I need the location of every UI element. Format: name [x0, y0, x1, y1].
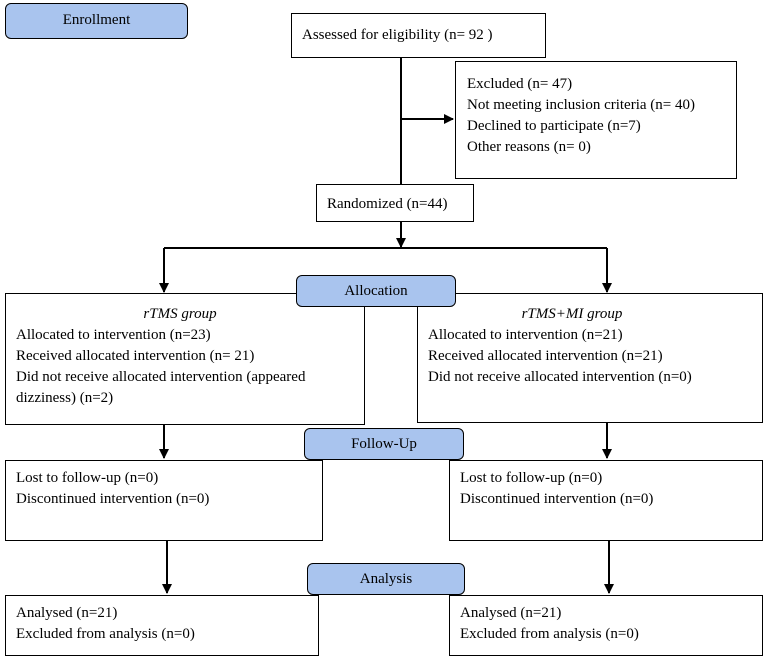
left-received: Received allocated intervention (n= 21): [16, 348, 255, 364]
randomized-text: Randomized (n=44): [327, 196, 448, 212]
follow-up-label: Follow-Up: [304, 428, 464, 460]
randomized-box: Randomized (n=44): [316, 184, 474, 222]
left-allocated: Allocated to intervention (n=23): [16, 327, 211, 343]
allocation-label: Allocation: [296, 275, 456, 307]
right-analysis-box: Analysed (n=21) Excluded from analysis (…: [449, 595, 763, 656]
left-excluded-analysis: Excluded from analysis (n=0): [16, 626, 195, 642]
excluded-box: Excluded (n= 47) Not meeting inclusion c…: [455, 61, 737, 179]
left-analysis-box: Analysed (n=21) Excluded from analysis (…: [5, 595, 319, 656]
left-allocation-box: rTMS group Allocated to intervention (n=…: [5, 293, 365, 425]
excluded-item: Not meeting inclusion criteria (n= 40): [467, 97, 695, 113]
excluded-item: Declined to participate (n=7): [467, 118, 641, 134]
excluded-item: Other reasons (n= 0): [467, 139, 591, 155]
assessed-box: Assessed for eligibility (n= 92 ): [291, 13, 546, 58]
excluded-title: Excluded (n= 47): [467, 76, 573, 92]
enrollment-label: Enrollment: [5, 3, 188, 39]
left-not-received: Did not receive allocated intervention (…: [16, 369, 306, 406]
left-lost: Lost to follow-up (n=0): [16, 470, 159, 486]
left-discontinued: Discontinued intervention (n=0): [16, 491, 210, 507]
right-lost: Lost to follow-up (n=0): [460, 470, 603, 486]
right-group-title: rTMS+MI group: [521, 306, 623, 322]
analysis-label: Analysis: [307, 563, 465, 595]
left-group-title: rTMS group: [143, 306, 217, 322]
right-excluded-analysis: Excluded from analysis (n=0): [460, 626, 639, 642]
right-analysed: Analysed (n=21): [460, 605, 562, 621]
right-received: Received allocated intervention (n=21): [428, 348, 663, 364]
assessed-text: Assessed for eligibility (n= 92 ): [302, 27, 493, 43]
right-not-received: Did not receive allocated intervention (…: [428, 369, 692, 385]
left-analysed: Analysed (n=21): [16, 605, 118, 621]
right-allocated: Allocated to intervention (n=21): [428, 327, 623, 343]
left-followup-box: Lost to follow-up (n=0) Discontinued int…: [5, 460, 323, 541]
right-allocation-box: rTMS+MI group Allocated to intervention …: [417, 293, 763, 423]
right-followup-box: Lost to follow-up (n=0) Discontinued int…: [449, 460, 763, 541]
right-discontinued: Discontinued intervention (n=0): [460, 491, 654, 507]
